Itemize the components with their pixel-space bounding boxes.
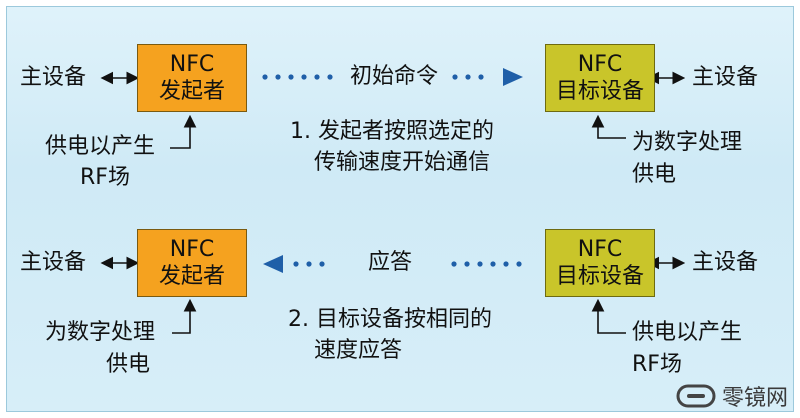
- top-left-host-label: 主设备: [20, 65, 87, 90]
- top-right-power-arrow: [591, 114, 626, 139]
- bottom-initiator-line1: NFC: [169, 237, 215, 262]
- top-description-line1: 1. 发起者按照选定的: [290, 119, 494, 144]
- top-right-host-label: 主设备: [692, 65, 759, 90]
- command-arrowhead: [503, 68, 523, 86]
- top-description-line2: 传输速度开始通信: [314, 150, 491, 175]
- bottom-target-line1: NFC: [577, 237, 623, 262]
- bottom-description-line1: 2. 目标设备按相同的: [288, 307, 492, 332]
- bottom-left-power-arrow: [172, 298, 197, 334]
- watermark-text: 零镜网: [721, 386, 788, 411]
- top-left-power-line1: 供电以产生: [45, 134, 156, 159]
- top-left-power-arrow: [170, 114, 197, 149]
- top-target-line2: 目标设备: [555, 79, 644, 104]
- bottom-initiator-line2: 发起者: [158, 264, 225, 289]
- top-target-box: NFC 目标设备: [545, 44, 655, 112]
- response-dotted-line: [293, 261, 522, 267]
- top-initiator-box: NFC 发起者: [137, 44, 247, 112]
- top-target-line1: NFC: [577, 52, 623, 77]
- bottom-target-box: NFC 目标设备: [545, 229, 655, 297]
- bottom-description-line2: 速度应答: [314, 338, 403, 363]
- top-right-power-line1: 为数字处理: [632, 130, 743, 155]
- response-arrowhead: [263, 255, 283, 273]
- top-left-power-line2: RF场: [80, 165, 130, 190]
- command-label: 初始命令: [350, 64, 439, 89]
- bottom-right-power-line2: RF场: [632, 352, 682, 377]
- bottom-left-power-line2: 供电: [106, 352, 151, 377]
- bottom-left-host-label: 主设备: [20, 250, 87, 275]
- response-label: 应答: [368, 250, 413, 275]
- bottom-right-host-label: 主设备: [692, 250, 759, 275]
- bottom-target-line2: 目标设备: [555, 264, 644, 289]
- watermark: 零镜网: [676, 380, 788, 412]
- bottom-left-power-line1: 为数字处理: [45, 320, 156, 345]
- top-right-power-line2: 供电: [632, 162, 677, 187]
- logo-icon: [676, 384, 716, 408]
- top-initiator-line2: 发起者: [158, 79, 225, 104]
- bottom-right-power-line1: 供电以产生: [632, 320, 743, 345]
- bottom-right-power-arrow: [591, 298, 626, 334]
- bottom-initiator-box: NFC 发起者: [137, 229, 247, 297]
- top-initiator-line1: NFC: [169, 52, 215, 77]
- command-dotted-line: [262, 74, 484, 80]
